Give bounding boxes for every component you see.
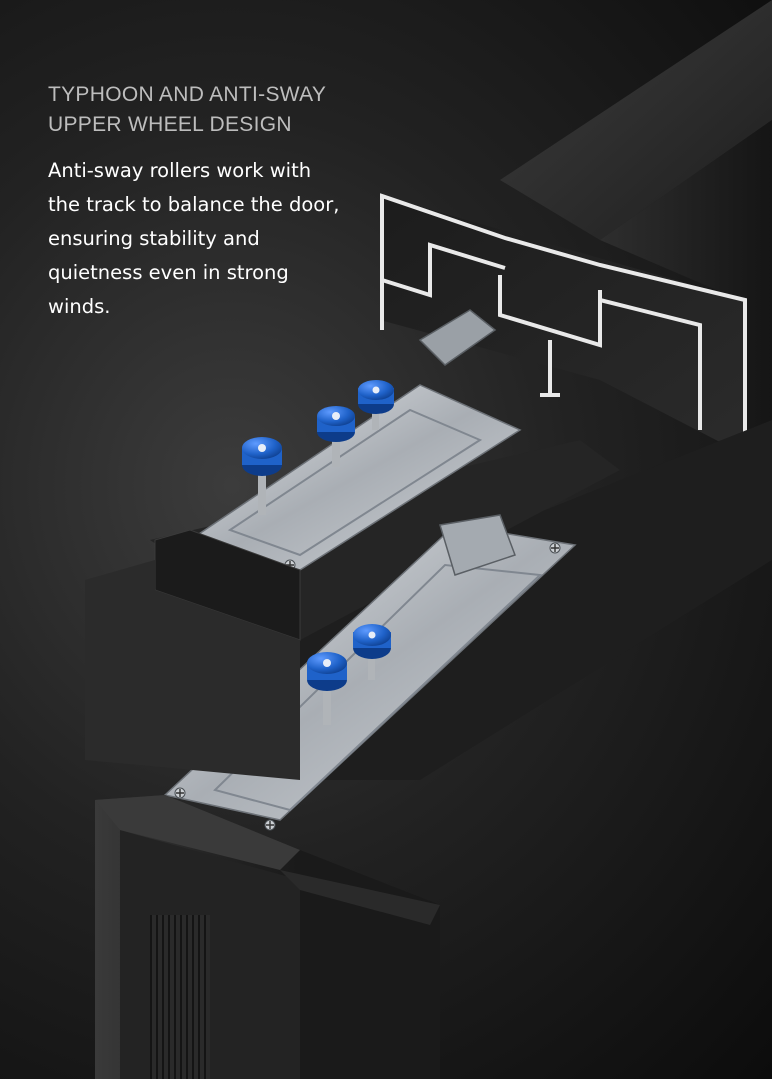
screw-icon — [549, 542, 561, 554]
door-frame-top-block — [85, 529, 301, 780]
feature-title: TYPHOON AND ANTI-SWAY UPPER WHEEL DESIGN — [48, 80, 378, 140]
roller-icon — [242, 437, 282, 476]
profile-cross-section — [380, 193, 747, 455]
upper-track-profile — [380, 0, 772, 480]
door-post — [95, 795, 440, 1079]
roller-icon — [358, 380, 394, 414]
feature-description: Anti-sway rollers work with the track to… — [48, 159, 340, 318]
screw-icon — [264, 819, 276, 831]
feature-title-line-2: UPPER WHEEL DESIGN — [48, 113, 292, 136]
feature-text-block: TYPHOON AND ANTI-SWAY UPPER WHEEL DESIGN… — [48, 80, 378, 324]
roller-icon — [353, 624, 391, 659]
screw-icon — [174, 787, 186, 799]
roller-icon — [307, 652, 347, 691]
feature-title-line-1: TYPHOON AND ANTI-SWAY — [48, 83, 327, 106]
roller-icon — [317, 406, 355, 442]
